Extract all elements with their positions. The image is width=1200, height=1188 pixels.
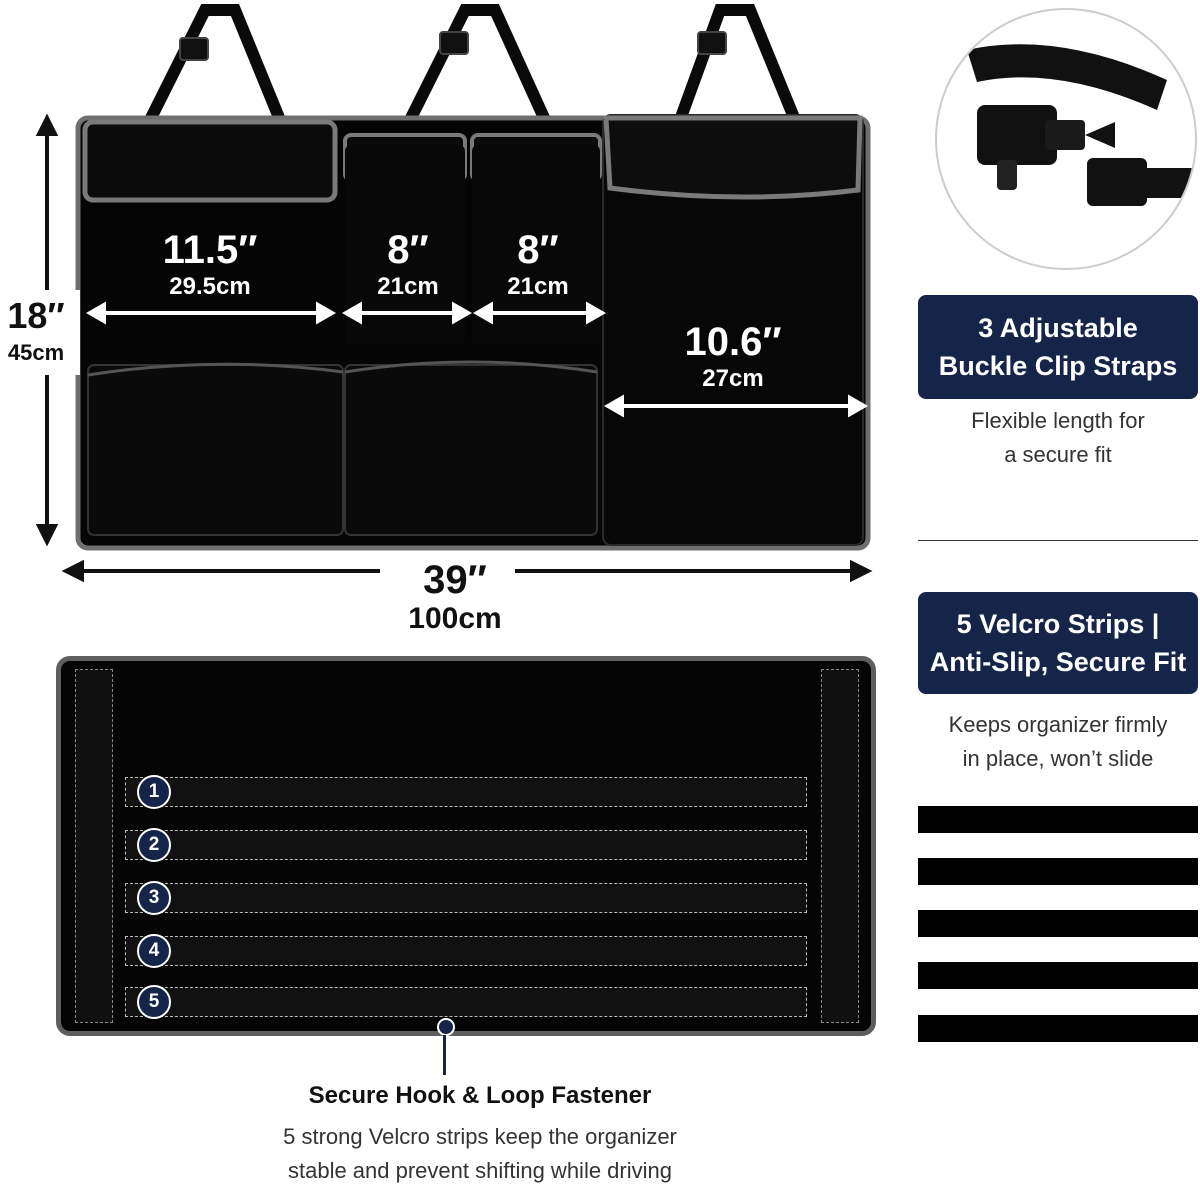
hanging-straps (144, 3, 801, 126)
straps-feature-badge: 3 Adjustable Buckle Clip Straps (918, 295, 1198, 399)
callout-dot (437, 1018, 455, 1036)
velcro-strip-row (125, 883, 807, 913)
buckle-closeup (935, 8, 1197, 270)
back-panel-left-band (75, 669, 113, 1023)
buckle-icon (967, 44, 1195, 206)
velcro-caption-line1: Keeps organizer firmly (948, 712, 1168, 737)
back-panel-right-band (821, 669, 859, 1023)
strip-number-badge: 4 (137, 934, 171, 968)
loose-velcro-strip (918, 962, 1198, 989)
pocket-2-inch: 8″ (387, 228, 429, 272)
strip-number-badge: 3 (137, 881, 171, 915)
straps-title-line2: Buckle Clip Straps (938, 351, 1178, 381)
straps-caption: Flexible length for a secure fit (918, 404, 1198, 472)
pocket-width-arrows (85, 301, 869, 418)
loose-velcro-strip (918, 858, 1198, 885)
pocket-4-cm: 27cm (702, 365, 764, 392)
callout-caption-line2: stable and prevent shifting while drivin… (287, 1158, 672, 1183)
strip-number-badge: 1 (137, 775, 171, 809)
pocket-3-inch: 8″ (517, 228, 559, 272)
straps-caption-line1: Flexible length for (971, 408, 1145, 433)
height-cm-label: 45cm (7, 340, 65, 365)
organizer-back-panel: 1 2 3 4 5 (56, 656, 876, 1036)
velcro-caption: Keeps organizer firmly in place, won’t s… (918, 708, 1198, 776)
width-arrow (61, 559, 873, 583)
feature-divider (918, 540, 1198, 541)
height-inch-label: 18″ (7, 295, 65, 336)
pocket-1-cm: 29.5cm (169, 273, 251, 300)
callout-caption: 5 strong Velcro strips keep the organize… (180, 1120, 780, 1188)
pocket-2-cm: 21cm (377, 273, 439, 300)
straps-title-line1: 3 Adjustable (978, 313, 1138, 343)
loose-velcro-strip (918, 910, 1198, 937)
velcro-feature-badge: 5 Velcro Strips | Anti-Slip, Secure Fit (918, 592, 1198, 694)
velcro-title-line1: 5 Velcro Strips | (956, 609, 1160, 639)
strip-number-badge: 2 (137, 828, 171, 862)
pocket-1-inch: 11.5″ (162, 228, 258, 272)
velcro-strip-row (125, 830, 807, 860)
straps-caption-line2: a secure fit (1004, 442, 1112, 467)
velcro-strip-row (125, 936, 807, 966)
width-cm-label: 100cm (408, 602, 502, 635)
callout-line (443, 1035, 446, 1075)
pocket-4-inch: 10.6″ (684, 320, 782, 364)
organizer-front-illustration: 11.5″ 29.5cm 8″ 21cm 8″ 21cm 10.6″ 27cm … (0, 0, 900, 650)
loose-velcro-strip (918, 806, 1198, 833)
organizer-front-svg (0, 3, 871, 551)
strip-number-badge: 5 (137, 985, 171, 1019)
pocket-3-cm: 21cm (507, 273, 569, 300)
velcro-strip-row (125, 777, 807, 807)
velcro-title-line2: Anti-Slip, Secure Fit (929, 647, 1187, 677)
callout-caption-line1: 5 strong Velcro strips keep the organize… (283, 1124, 677, 1149)
velcro-strip-row (125, 987, 807, 1017)
velcro-caption-line2: in place, won’t slide (962, 746, 1154, 771)
callout-title: Secure Hook & Loop Fastener (308, 1082, 652, 1109)
loose-velcro-strip (918, 1015, 1198, 1042)
width-inch-label: 39″ (423, 558, 487, 602)
strap-buckles (179, 31, 727, 61)
